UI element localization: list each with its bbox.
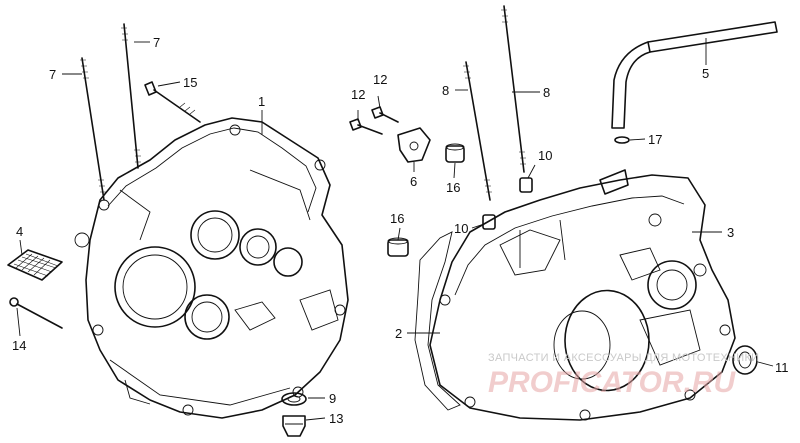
callout-14: 14 xyxy=(12,338,26,353)
callout-8-left: 8 xyxy=(442,83,449,98)
callout-15: 15 xyxy=(183,75,197,90)
callout-7-left: 7 xyxy=(49,67,56,82)
bolt-14 xyxy=(9,297,63,329)
stud-bolt-7-right xyxy=(121,23,141,169)
drain-plug-13 xyxy=(282,415,306,437)
watermark-brand: PROFICATOR.RU xyxy=(488,366,737,399)
callout-labels: 1 2 3 4 5 6 7 7 8 8 9 10 10 11 12 12 13 … xyxy=(12,35,789,426)
dowel-10-right xyxy=(519,177,533,193)
stud-bolt-8-right xyxy=(501,5,526,173)
watermark-tagline: ЗАПЧАСТИ И АКСЕССУАРЫ ДЛЯ МОТОТЕХНИКИ xyxy=(488,352,759,364)
gasket-2 xyxy=(414,231,461,411)
clip-17 xyxy=(614,136,630,144)
callout-9: 9 xyxy=(329,391,336,406)
callout-2: 2 xyxy=(395,326,402,341)
callout-12-lower: 12 xyxy=(351,87,365,102)
callout-1: 1 xyxy=(258,94,265,109)
callout-6: 6 xyxy=(410,174,417,189)
dowel-16-upper xyxy=(445,143,465,163)
leader-lines xyxy=(16,38,774,421)
callout-17: 17 xyxy=(648,132,662,147)
watermark: ЗАПЧАСТИ И АКСЕССУАРЫ ДЛЯ МОТОТЕХНИКИ PR… xyxy=(488,352,759,399)
dowel-10-left xyxy=(482,214,496,230)
callout-10-upper: 10 xyxy=(538,148,552,163)
bracket-6 xyxy=(397,127,431,163)
callout-5: 5 xyxy=(702,66,709,81)
right-crankcase-half xyxy=(429,169,736,421)
callout-16-lower: 16 xyxy=(390,211,404,226)
callout-8-right: 8 xyxy=(543,85,550,100)
bolt-15 xyxy=(144,81,201,123)
washer-9 xyxy=(281,392,307,406)
stud-bolt-8-left xyxy=(463,61,492,201)
callout-12-upper: 12 xyxy=(373,72,387,87)
left-crankcase-half xyxy=(74,117,349,419)
bolt-12-lower xyxy=(349,118,383,135)
breather-tube-5 xyxy=(611,21,778,129)
oil-seal-11 xyxy=(732,345,758,375)
callout-13: 13 xyxy=(329,411,343,426)
callout-16-upper: 16 xyxy=(446,180,460,195)
bolt-12-upper xyxy=(371,106,399,123)
callout-11: 11 xyxy=(775,360,789,375)
dowel-16-lower xyxy=(387,237,409,257)
callout-7-right: 7 xyxy=(153,35,160,50)
stud-bolt-7-left xyxy=(80,57,106,201)
callout-10-lower: 10 xyxy=(454,221,468,236)
callout-4: 4 xyxy=(16,224,23,239)
oil-strainer-screen xyxy=(7,249,63,281)
callout-3: 3 xyxy=(727,225,734,240)
